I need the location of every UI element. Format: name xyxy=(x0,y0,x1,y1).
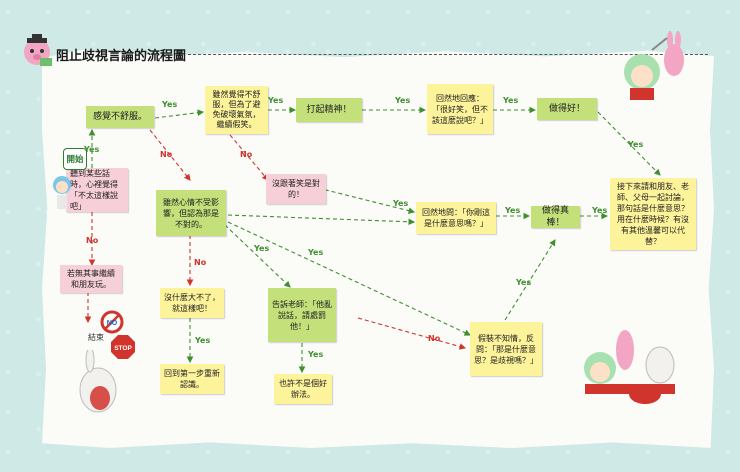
label-yes: Yes xyxy=(308,248,324,257)
label-no: No xyxy=(160,150,173,159)
no-sign-icon: NO xyxy=(100,310,124,334)
label-no: No xyxy=(86,236,99,245)
label-no: No xyxy=(428,334,441,343)
label-no: No xyxy=(240,150,253,159)
rabbit-character-icon xyxy=(70,347,130,420)
label-yes: Yes xyxy=(592,206,608,215)
page-title: 阻止歧視言論的流程圖 xyxy=(56,49,187,64)
arrow-unaffected-to-pretend xyxy=(227,221,471,336)
stop-sign-icon: STOP xyxy=(110,334,136,360)
label-yes: Yes xyxy=(268,96,284,105)
end-label: 結束 xyxy=(88,333,104,342)
arrow-uncomfortable-to-consider xyxy=(154,109,205,119)
label-yes: Yes xyxy=(308,350,324,359)
arrow-pretend-to-great2 xyxy=(504,239,556,321)
label-yes: Yes xyxy=(516,278,532,287)
node-maybe: 也許不是個好辦法。 xyxy=(274,374,332,404)
label-yes: Yes xyxy=(84,145,100,154)
arrow-uncomfortable-no xyxy=(149,129,191,181)
characters-topright-icon xyxy=(612,30,702,102)
node-pretend: 假裝不知情，反問：「那是什麼意思？是歧視嗎？」 xyxy=(470,322,542,376)
label-yes: Yes xyxy=(503,96,519,105)
node-nothing: 沒什麼大不了，就這樣吧！ xyxy=(160,288,224,318)
node-unaffected: 雖然心情不受影響，但認為那是不對的。 xyxy=(156,190,226,236)
label-yes: Yes xyxy=(628,140,644,149)
arrow-great1-to-final xyxy=(597,111,661,176)
characters-bottomright-icon xyxy=(565,320,690,410)
node-uncomfortable: 感覺不舒服。 xyxy=(86,106,154,128)
node-final: 接下來請和朋友、老師、父母一起討論，那句話是什麼意思？用在什麼時候？有沒有其他溫… xyxy=(610,178,696,250)
arrow-askright-to-askwhat xyxy=(317,187,416,214)
label-yes: Yes xyxy=(162,100,178,109)
node-tell-teacher: 告訴老師：「他亂說話，請處罰他！」 xyxy=(268,288,336,342)
start-badge: 開始 xyxy=(63,148,87,170)
no-sign-text: NO xyxy=(107,320,118,327)
label-yes: Yes xyxy=(395,96,411,105)
label-no: No xyxy=(194,258,207,267)
label-yes: Yes xyxy=(505,206,521,215)
node-restart: 回到第一步重新認識。 xyxy=(160,364,224,394)
label-yes: Yes xyxy=(254,244,270,253)
arrow-unaffected-to-teacher xyxy=(224,224,291,288)
node-great2: 做得真棒！ xyxy=(531,206,580,228)
title-divider xyxy=(188,54,708,55)
teacher-pig-icon xyxy=(20,34,54,68)
node-no-change: 若無其事繼續和朋友玩。 xyxy=(60,265,122,293)
node-ask-right: 沒跟著笑是對的！ xyxy=(266,174,326,204)
node-cheer: 打起精神！ xyxy=(296,98,362,122)
child-character-icon xyxy=(50,175,74,215)
stop-sign-text: STOP xyxy=(114,345,132,352)
label-yes: Yes xyxy=(195,336,211,345)
arrow-consider-no xyxy=(229,134,269,181)
arrow-teacher-no xyxy=(357,317,467,350)
arrow-unaffected-to-askwhat xyxy=(227,214,416,226)
node-great1: 做得好！ xyxy=(537,98,597,120)
node-start: 聽到某些話時，心裡覺得「不太這樣說吧」 xyxy=(66,168,128,212)
node-reply: 回然地回應：「很好笑，但不該這麼說吧？」 xyxy=(427,84,493,134)
label-yes: Yes xyxy=(393,199,409,208)
node-consider: 雖然覺得不舒服，但為了避免破壞氣氛，繼續假笑。 xyxy=(205,86,268,134)
node-ask-what: 回然地問：「你剛這是什麼意思嗎？」 xyxy=(416,202,496,234)
